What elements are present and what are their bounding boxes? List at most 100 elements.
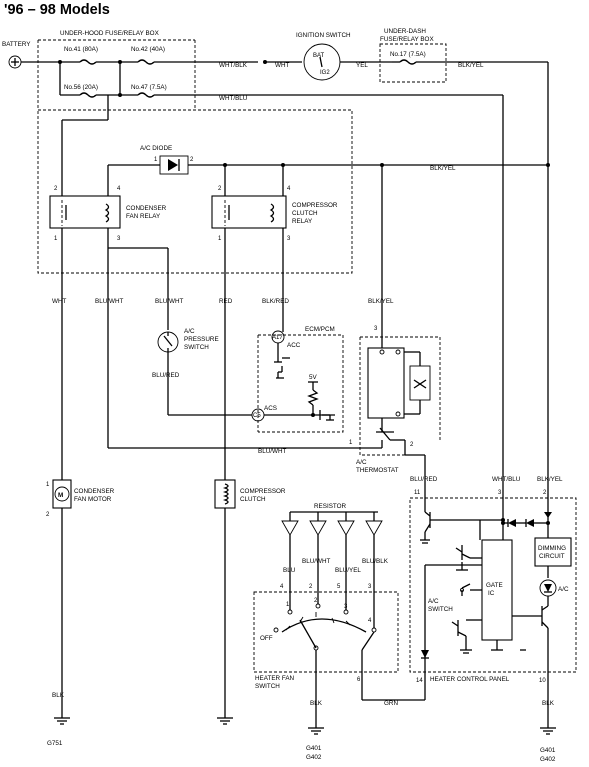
cfr-label-2: FAN RELAY <box>126 213 161 220</box>
wire-blk-2: BLK <box>310 700 323 707</box>
ignition-switch: IGNITION SWITCH BAT IG2 <box>296 32 351 81</box>
svg-text:1: 1 <box>46 482 50 488</box>
svg-text:3: 3 <box>368 584 372 590</box>
acps-label-1: A/C <box>184 328 195 335</box>
ground-g401-g402-a: G401 G402 <box>306 727 324 761</box>
thermostat-label-2: THERMOSTAT <box>356 467 399 474</box>
svg-text:2: 2 <box>190 157 194 163</box>
wire-red: RED <box>219 298 233 305</box>
fuse-47-label: No.47 (7.5A) <box>131 84 167 91</box>
svg-text:11: 11 <box>414 490 421 496</box>
cc-label-1: COMPRESSOR <box>240 488 286 495</box>
ac-lamp-label: A/C <box>558 586 569 593</box>
wire-blk-yel-top: BLK/YEL <box>458 62 484 69</box>
ground-g751: G751 <box>47 717 70 747</box>
ac-switch-label-2: SWITCH <box>428 606 453 613</box>
fuse-42-label: No.42 (40A) <box>131 46 165 53</box>
ecm-pcm-label: ECM/PCM <box>305 326 335 333</box>
hfs-label-1: HEATER FAN <box>255 675 295 682</box>
svg-text:1: 1 <box>218 236 222 242</box>
fuse-56-label: No.56 (20A) <box>64 84 98 91</box>
heater-fan-switch: 4 2 5 3 1 2 3 4 OFF HEATER FAN SWITCH 6 <box>253 584 399 690</box>
svg-text:2: 2 <box>218 186 222 192</box>
cc-label-2: CLUTCH <box>240 496 266 503</box>
wire-blu-wht-1: BLU/WHT <box>95 298 123 305</box>
svg-text:4: 4 <box>287 186 291 192</box>
svg-text:1: 1 <box>154 157 158 163</box>
wire-blk-yel-right: BLK/YEL <box>537 476 563 483</box>
wire-wht: WHT <box>275 62 289 69</box>
wire-blu-yel: BLU/YEL <box>335 567 361 574</box>
gate-ic-label-2: IC <box>488 590 495 597</box>
wire-blk-3: BLK <box>542 700 555 707</box>
cfr-label-1: CONDENSER <box>126 205 167 212</box>
ecm-pcm: ECM/PCM A17 ACC 5V C5 ACS <box>251 326 344 433</box>
cfm-label-2: FAN MOTOR <box>74 496 112 503</box>
c5: C5 <box>253 413 261 419</box>
svg-text:3: 3 <box>287 236 291 242</box>
wire-wht-blk: WHT/BLK <box>219 62 248 69</box>
compressor-clutch-relay: 2 4 1 3 COMPRESSOR CLUTCH RELAY <box>211 186 338 242</box>
wire-blk-yel-mid: BLK/YEL <box>430 165 456 172</box>
wire-blu-wht-4: BLU/WHT <box>302 558 330 565</box>
battery: BATTERY <box>2 41 31 69</box>
ccr-label-1: COMPRESSOR <box>292 202 338 209</box>
ac-diode: A/C DIODE 1 2 <box>140 145 194 175</box>
fuse-41 <box>60 59 120 65</box>
ground-compressor <box>217 717 233 725</box>
svg-text:3: 3 <box>498 490 502 496</box>
svg-text:2: 2 <box>309 584 313 590</box>
svg-text:3: 3 <box>117 236 121 242</box>
svg-text:3: 3 <box>374 326 378 332</box>
fuse-56 <box>60 92 120 98</box>
wire-blk-yel-therm: BLK/YEL <box>368 298 394 305</box>
wire-wht-blu-top: WHT/BLU <box>219 95 248 102</box>
svg-text:2: 2 <box>543 490 547 496</box>
ignition-bat: BAT <box>313 53 325 59</box>
compressor-clutch: COMPRESSOR CLUTCH <box>214 479 286 509</box>
wire-blu-blk: BLU/BLK <box>362 558 389 565</box>
svg-text:6: 6 <box>357 677 361 683</box>
svg-text:1: 1 <box>349 440 353 446</box>
acc-label: ACC <box>287 342 301 349</box>
under-hood-box-label: UNDER-HOOD FUSE/RELAY BOX <box>60 30 160 37</box>
wire-grn: GRN <box>384 700 398 707</box>
fuse-47 <box>120 92 503 98</box>
g401-b: G401 <box>540 747 556 754</box>
ignition-switch-label: IGNITION SWITCH <box>296 32 351 39</box>
wire-wht-blu-right: WHT/BLU <box>492 476 521 483</box>
ac-pressure-switch: A/C PRESSURE SWITCH <box>157 328 219 353</box>
dimming-label-2: CIRCUIT <box>539 553 565 560</box>
g402-a: G402 <box>306 754 322 761</box>
svg-text:1: 1 <box>286 602 290 608</box>
off-label: OFF <box>260 635 273 642</box>
acps-label-3: SWITCH <box>184 344 209 351</box>
blower-resistor: RESISTOR <box>281 503 383 536</box>
svg-text:4: 4 <box>368 618 372 624</box>
fuse-41-label: No.41 (80A) <box>64 46 98 53</box>
thermostat-label-1: A/C <box>356 459 367 466</box>
ac-thermostat: 3 1 2 A/C THERMOSTAT <box>349 326 441 474</box>
hcp-label: HEATER CONTROL PANEL <box>430 676 510 683</box>
svg-text:2: 2 <box>46 512 50 518</box>
ignition-ig2: IG2 <box>320 70 330 76</box>
fuse-17 <box>399 59 417 65</box>
wire-blu-red-1: BLU/RED <box>152 372 180 379</box>
ac-diode-label: A/C DIODE <box>140 145 172 152</box>
under-dash-fuse-relay-box: UNDER-DASH FUSE/RELAY BOX No.17 (7.5A) <box>379 28 548 83</box>
resistor-label: RESISTOR <box>314 503 347 510</box>
wire-yel: YEL <box>356 62 368 69</box>
g402-b: G402 <box>540 756 556 763</box>
wire-blu-red-2: BLU/RED <box>410 476 438 483</box>
five-v-label: 5V <box>309 374 318 381</box>
ground-g401-g402-b: G401 G402 <box>540 727 556 763</box>
acps-label-2: PRESSURE <box>184 336 219 343</box>
svg-text:2: 2 <box>54 186 58 192</box>
hfs-label-2: SWITCH <box>255 683 280 690</box>
wire-wht-left: WHT <box>52 298 66 305</box>
condenser-fan-relay: 2 4 1 3 CONDENSER FAN RELAY <box>49 186 167 242</box>
acs-label: ACS <box>264 405 277 412</box>
wire-blu-wht-3: BLU/WHT <box>258 448 286 455</box>
a17: A17 <box>272 335 283 341</box>
under-hood-fuse-relay-box: UNDER-HOOD FUSE/RELAY BOX <box>37 30 353 274</box>
